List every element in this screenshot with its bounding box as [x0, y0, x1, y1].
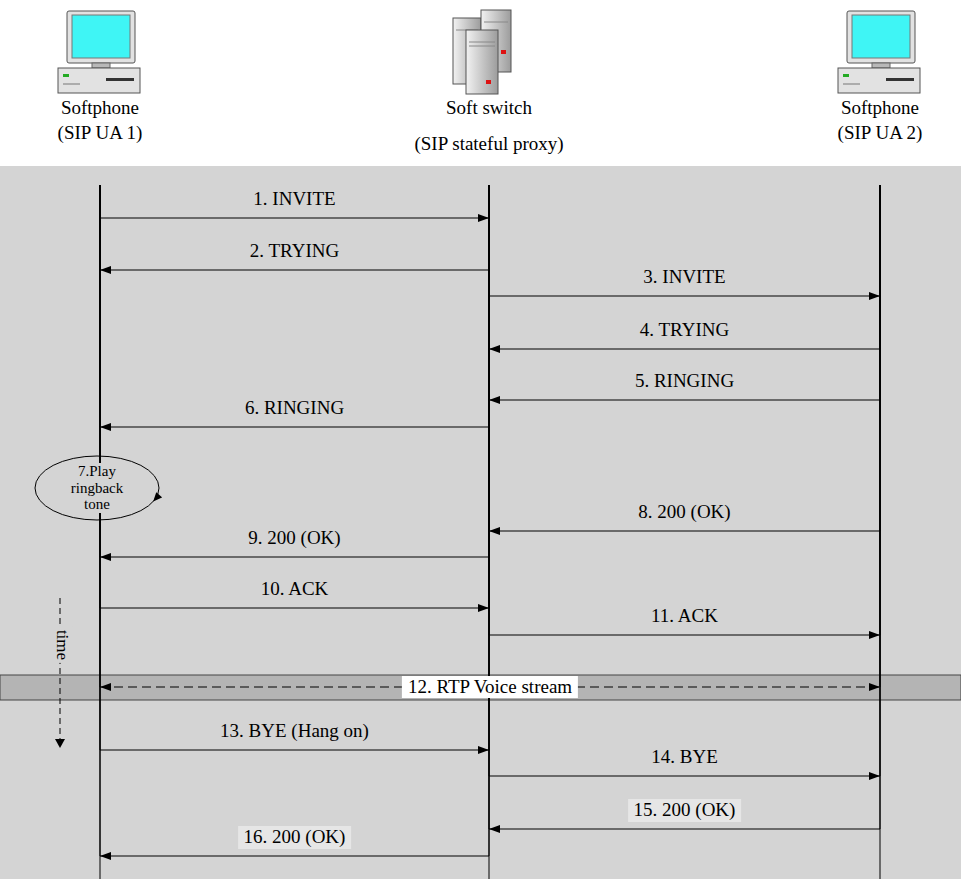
message-label: 2. TRYING — [250, 240, 339, 263]
arrowhead — [869, 292, 880, 300]
time-arrow — [55, 598, 65, 748]
message-label: 8. 200 (OK) — [638, 501, 730, 524]
message-label: 1. INVITE — [253, 188, 335, 211]
message-line — [100, 427, 489, 428]
endpoint-node: Soft switch (SIP stateful proxy) — [409, 5, 569, 185]
endpoint-node: Softphone(SIP UA 1) — [53, 5, 148, 185]
computer-icon — [838, 11, 920, 93]
message-line — [489, 349, 880, 350]
message-arrow — [489, 185, 880, 639]
message-line — [100, 557, 489, 558]
rtp-band — [0, 675, 961, 700]
message-label: 16. 200 (OK) — [238, 826, 352, 849]
message-line — [489, 531, 880, 532]
arrowhead — [100, 423, 111, 431]
lifeline-segment — [489, 185, 880, 296]
message-arrow — [100, 185, 489, 222]
lifeline-segment — [100, 185, 489, 856]
arrowhead — [478, 214, 489, 222]
lifeline-segment — [100, 185, 489, 218]
message-label: 5. RINGING — [635, 370, 734, 393]
diagram-ground — [0, 166, 961, 879]
arrowhead — [869, 683, 880, 691]
lifeline-segment — [100, 185, 489, 427]
message-line — [100, 270, 489, 271]
lifeline-segment — [489, 185, 880, 400]
device-role: (SIP UA 1) — [53, 121, 148, 145]
message-label: 10. ACK — [261, 578, 329, 601]
message-line — [489, 296, 880, 297]
lifeline-segment — [489, 185, 880, 635]
message-arrow — [489, 185, 880, 300]
message-label: 3. INVITE — [643, 266, 725, 289]
message-label: 15. 200 (OK) — [628, 799, 742, 822]
arrowhead — [869, 772, 880, 780]
lifeline-segment — [100, 185, 489, 750]
arrowhead — [100, 683, 111, 691]
message-arrow — [100, 185, 880, 691]
message-arrow — [489, 185, 880, 535]
lifeline-segment — [100, 185, 489, 608]
endpoint-node: Softphone(SIP UA 2) — [833, 5, 928, 185]
message-line — [100, 856, 489, 857]
message-line — [489, 400, 880, 401]
message-label: 6. RINGING — [245, 397, 344, 420]
computer-icon — [58, 11, 140, 93]
arrowhead — [100, 553, 111, 561]
message-arrow — [100, 185, 489, 274]
message-line — [489, 776, 880, 777]
arrowhead — [489, 825, 500, 833]
message-arrow — [489, 185, 880, 404]
message-line — [489, 635, 880, 636]
device-name: Softphone — [833, 96, 928, 120]
device-role: (SIP stateful proxy) — [409, 132, 569, 156]
arrowhead — [100, 266, 111, 274]
arrowhead — [478, 604, 489, 612]
message-line — [100, 750, 489, 751]
lifeline-segment — [489, 185, 880, 829]
arrowhead — [489, 396, 500, 404]
message-arrow — [489, 185, 880, 833]
lifeline-segment — [100, 185, 489, 270]
message-line — [100, 608, 489, 609]
message-arrow — [100, 185, 489, 612]
message-arrow — [100, 185, 489, 754]
message-arrow — [489, 185, 880, 353]
message-label: 12. RTP Voice stream — [402, 676, 578, 699]
arrowhead — [489, 527, 500, 535]
device-name: Softphone — [53, 96, 148, 120]
message-arrow — [100, 185, 489, 860]
lifeline-segment — [100, 185, 880, 687]
message-label: 4. TRYING — [640, 319, 729, 342]
loop-ellipse-line — [35, 456, 159, 520]
message-line — [100, 218, 489, 219]
arrowhead — [100, 852, 111, 860]
device-role: (SIP UA 2) — [833, 121, 928, 145]
message-arrow — [100, 185, 489, 431]
loop-text: 7.Play ringback tone — [61, 463, 133, 513]
lifeline-segment — [100, 185, 489, 557]
message-label: 9. 200 (OK) — [248, 527, 340, 550]
device-name: Soft switch — [409, 96, 569, 120]
lifeline-segment — [489, 185, 880, 349]
arrowhead — [489, 345, 500, 353]
server-icon — [453, 10, 511, 94]
loop-arrowhead — [153, 492, 162, 501]
message-line — [489, 829, 880, 830]
message-label: 14. BYE — [651, 746, 718, 769]
arrowhead — [478, 746, 489, 754]
axis-label: time — [52, 627, 72, 663]
arrowhead — [869, 631, 880, 639]
message-label: 11. ACK — [651, 605, 718, 628]
message-label: 13. BYE (Hang on) — [220, 720, 369, 743]
lifeline-segment — [489, 185, 880, 531]
loop-ellipse: 7.Play ringback tone — [32, 453, 162, 523]
message-arrow — [100, 185, 489, 561]
